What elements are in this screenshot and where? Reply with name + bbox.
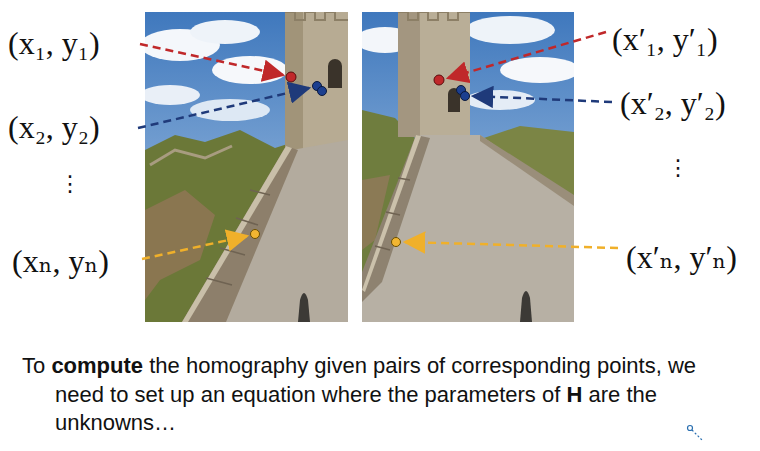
point-label: (x′₁, y′₁) bbox=[612, 22, 718, 57]
leader-arrow bbox=[138, 88, 309, 128]
caption-word: up bbox=[170, 382, 194, 407]
caption-word: given bbox=[314, 353, 367, 378]
caption-word: equation bbox=[231, 382, 315, 407]
caption-word: the bbox=[149, 353, 180, 378]
left-photo bbox=[145, 12, 348, 322]
caption-word: we bbox=[668, 353, 696, 378]
leader-arrow bbox=[140, 44, 283, 75]
caption-word bbox=[45, 353, 51, 378]
caption-word bbox=[662, 353, 668, 378]
caption-word: the bbox=[388, 382, 419, 407]
caption-word: are bbox=[588, 382, 620, 407]
caption-word: where bbox=[322, 382, 382, 407]
leader-arrow bbox=[448, 32, 606, 78]
caption-word bbox=[582, 382, 588, 407]
leader-arrow bbox=[473, 96, 612, 102]
caption-word bbox=[164, 382, 170, 407]
ellipsis-mark: ⋮ bbox=[59, 172, 81, 196]
leader-arrow bbox=[142, 236, 247, 259]
point-label: (x′₂, y′₂) bbox=[620, 86, 726, 121]
caption-word bbox=[225, 382, 231, 407]
caption-word bbox=[143, 353, 149, 378]
caption-word: an bbox=[201, 382, 225, 407]
caption-word: H bbox=[566, 382, 582, 407]
caption-word bbox=[195, 382, 201, 407]
leader-arrow bbox=[405, 242, 618, 248]
caption-word bbox=[560, 382, 566, 407]
caption-word bbox=[367, 353, 373, 378]
caption: To compute the homography given pairs of… bbox=[22, 352, 743, 438]
caption-word bbox=[591, 353, 597, 378]
caption-word: compute bbox=[51, 353, 143, 378]
leader-arrows bbox=[138, 32, 618, 259]
caption-word bbox=[316, 382, 322, 407]
caption-word: of bbox=[542, 382, 560, 407]
point-label: (x′ₙ, y′ₙ) bbox=[626, 240, 737, 275]
caption-word: corresponding bbox=[451, 353, 590, 378]
caption-word bbox=[421, 353, 427, 378]
point-label: (x₂, y₂) bbox=[8, 110, 100, 145]
caption-word: points, bbox=[597, 353, 662, 378]
caption-word bbox=[445, 353, 451, 378]
point-label: (xₙ, yₙ) bbox=[12, 244, 109, 279]
caption-word: To bbox=[22, 353, 45, 378]
caption-word bbox=[104, 382, 110, 407]
point-label: (x₁, y₁) bbox=[8, 26, 100, 61]
caption-word: set bbox=[135, 382, 164, 407]
caption-word bbox=[418, 382, 424, 407]
right-photo bbox=[362, 12, 574, 322]
caption-word bbox=[308, 353, 314, 378]
caption-word bbox=[620, 382, 626, 407]
caption-word bbox=[128, 382, 134, 407]
caption-word: of bbox=[427, 353, 445, 378]
caption-word bbox=[536, 382, 542, 407]
ellipsis-mark: ⋮ bbox=[667, 156, 689, 180]
caption-word bbox=[180, 353, 186, 378]
caption-word: homography bbox=[186, 353, 308, 378]
caption-word bbox=[382, 382, 388, 407]
caption-word: need bbox=[55, 382, 104, 407]
caption-word: unknowns… bbox=[55, 410, 176, 435]
caption-word: parameters bbox=[425, 382, 536, 407]
caption-word: pairs bbox=[373, 353, 421, 378]
caption-word: the bbox=[626, 382, 657, 407]
caption-word: to bbox=[110, 382, 128, 407]
corner-mark bbox=[688, 426, 704, 442]
